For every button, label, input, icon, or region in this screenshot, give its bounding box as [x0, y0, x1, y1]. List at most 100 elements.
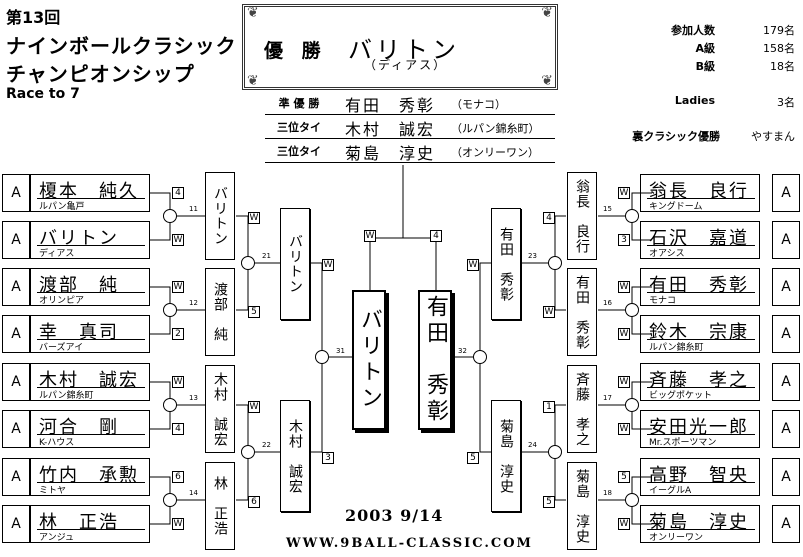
match-number: 22 — [262, 441, 271, 449]
match-node — [548, 256, 562, 270]
round1-winner: 木村 誠宏 — [205, 365, 235, 453]
round2-winner: 木村 誠宏 — [280, 400, 310, 512]
grade-badge: A — [2, 363, 30, 401]
match-node — [163, 398, 177, 412]
score-box: W — [618, 376, 630, 388]
match-number: 13 — [189, 394, 198, 402]
match-number: 23 — [528, 252, 537, 260]
finalist-right: 有田 秀彰 — [418, 290, 452, 430]
score-box: W — [618, 187, 630, 199]
match-number: 16 — [603, 299, 612, 307]
score-box: W — [248, 401, 260, 413]
grade-badge: A — [772, 174, 800, 212]
winner-frame: ❦ ❦ ❦ ❦ — [242, 4, 558, 90]
score-box: W — [618, 423, 630, 435]
match-number: 17 — [603, 394, 612, 402]
winner-club: （ディアス） — [364, 58, 448, 72]
match-node — [241, 445, 255, 459]
third-place-row: 三位タイ 木村 誠宏 （ルパン錦糸町） — [265, 118, 555, 139]
match-number: 24 — [528, 441, 537, 449]
player-card: 林 正浩アンジュ — [30, 505, 150, 543]
score-box: 5 — [543, 496, 555, 508]
score-box: W — [172, 518, 184, 530]
score-box: W — [322, 259, 334, 271]
round1-winner: 菊島 淳史 — [567, 462, 597, 550]
match-node — [625, 209, 639, 223]
round1-winner: 林 正浩 — [205, 462, 235, 550]
player-card: 斉藤 孝之ビッグポケット — [640, 363, 760, 401]
score-box: W — [248, 212, 260, 224]
player-card: 有田 秀彰モナコ — [640, 268, 760, 306]
round2-winner: バリトン — [280, 208, 310, 320]
winner-name: バリトン — [348, 36, 460, 64]
match-number: 12 — [189, 299, 198, 307]
player-card: 木村 誠宏ルパン錦糸町 — [30, 363, 150, 401]
match-node — [548, 445, 562, 459]
score-box: W — [172, 234, 184, 246]
score-box: 6 — [248, 496, 260, 508]
match-number: 32 — [458, 347, 467, 355]
winner-label: 優 勝 — [264, 40, 327, 62]
score-box: W — [172, 376, 184, 388]
match-node — [315, 350, 329, 364]
match-node — [473, 350, 487, 364]
ornament-icon: ❦ — [541, 5, 553, 21]
player-card: バリトンディアス — [30, 221, 150, 259]
runner-up-row: 準 優 勝 有田 秀彰 （モナコ） — [265, 94, 555, 115]
score-box: W — [618, 518, 630, 530]
grade-badge: A — [772, 363, 800, 401]
event-date: 2003 9/14 — [345, 506, 444, 525]
player-card: 渡部 純オリンピア — [30, 268, 150, 306]
match-number: 21 — [262, 252, 271, 260]
grade-badge: A — [772, 315, 800, 353]
title-line-1: ナインボールクラシック — [6, 34, 237, 58]
match-number: 31 — [336, 347, 345, 355]
score-box: 5 — [248, 306, 260, 318]
score-box: 1 — [543, 401, 555, 413]
match-node — [163, 493, 177, 507]
match-node — [625, 303, 639, 317]
player-card: 幸 真司バーズアイ — [30, 315, 150, 353]
ornament-icon: ❦ — [247, 5, 259, 21]
score-box: 5 — [467, 452, 479, 464]
title-line-2: チャンピオンシップ — [6, 62, 195, 86]
player-card: 榎本 純久ルパン亀戸 — [30, 174, 150, 212]
grade-badge: A — [772, 505, 800, 543]
score-box: 4 — [172, 187, 184, 199]
score-box: 6 — [172, 471, 184, 483]
race-length: Race to 7 — [6, 86, 80, 102]
round2-winner: 菊島 淳史 — [491, 400, 521, 512]
grade-badge: A — [772, 268, 800, 306]
score-box: W — [172, 281, 184, 293]
player-card: 竹内 承勲ミトヤ — [30, 458, 150, 496]
score-box: 2 — [172, 328, 184, 340]
match-number: 11 — [189, 205, 198, 213]
score-box: 3 — [322, 452, 334, 464]
player-card: 石沢 嘉道オアシス — [640, 221, 760, 259]
round2-winner: 有田 秀彰 — [491, 208, 521, 320]
grade-badge: A — [772, 410, 800, 448]
grade-badge: A — [2, 505, 30, 543]
grade-badge: A — [772, 221, 800, 259]
score-box: W — [618, 328, 630, 340]
match-node — [163, 303, 177, 317]
match-node — [241, 256, 255, 270]
grade-badge: A — [772, 458, 800, 496]
third-place-row: 三位タイ 菊島 淳史 （オンリーワン） — [265, 142, 555, 163]
score-box: 5 — [618, 471, 630, 483]
ornament-icon: ❦ — [541, 73, 553, 89]
round1-winner: バリトン — [205, 172, 235, 260]
score-box: 4 — [430, 230, 442, 242]
score-box: W — [543, 306, 555, 318]
grade-badge: A — [2, 410, 30, 448]
finalist-left: バリトン — [352, 290, 386, 430]
edition: 第13回 — [6, 8, 61, 27]
grade-badge: A — [2, 268, 30, 306]
player-card: 鈴木 宗康ルパン錦糸町 — [640, 315, 760, 353]
